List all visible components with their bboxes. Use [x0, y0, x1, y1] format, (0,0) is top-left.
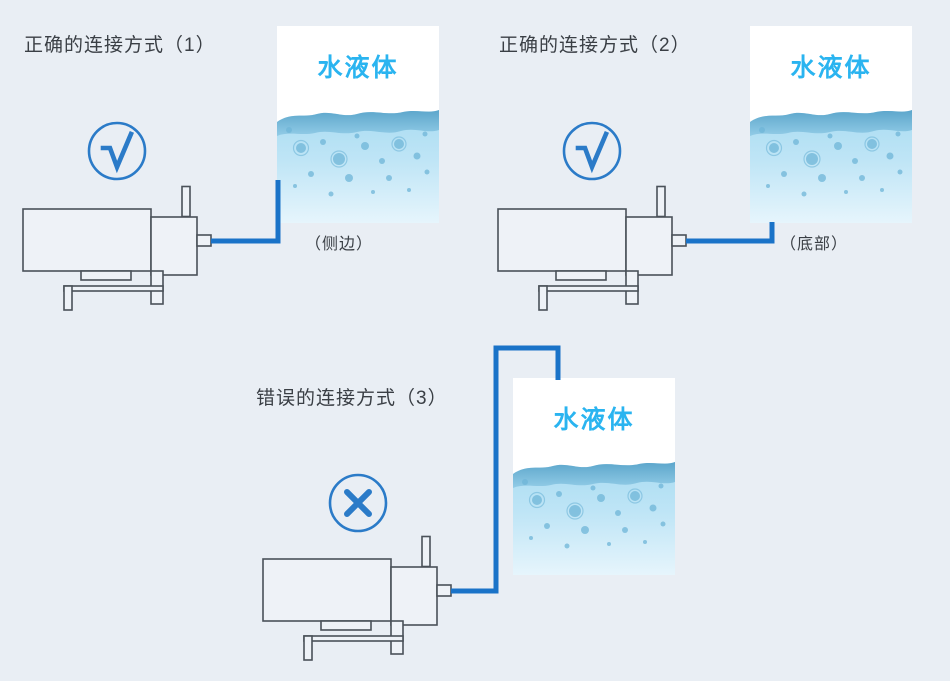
panel-2-check-mark	[561, 120, 623, 182]
panel-3-water-label: 水液体	[553, 406, 635, 434]
panel-1-title: 正确的连接方式（1）	[24, 35, 216, 56]
panel-1-check-mark	[86, 120, 148, 182]
panel-2-tank: 水液体	[750, 26, 912, 223]
panel-1-tank: 水液体	[277, 26, 439, 223]
panel-1-pump	[18, 185, 233, 320]
panel-2-water-label: 水液体	[790, 54, 872, 82]
panel-2-caption: （底部）	[780, 236, 849, 253]
panel-3-title: 错误的连接方式（3）	[256, 388, 448, 409]
panel-3-tank: 水液体	[513, 378, 675, 575]
panel-3-pump	[258, 535, 473, 670]
panel-1-water-label: 水液体	[317, 54, 399, 82]
panel-2-pump	[493, 185, 708, 320]
panel-2-title: 正确的连接方式（2）	[499, 35, 691, 56]
panel-3-cross-mark	[327, 472, 389, 534]
panel-1-caption: （侧边）	[305, 236, 374, 253]
